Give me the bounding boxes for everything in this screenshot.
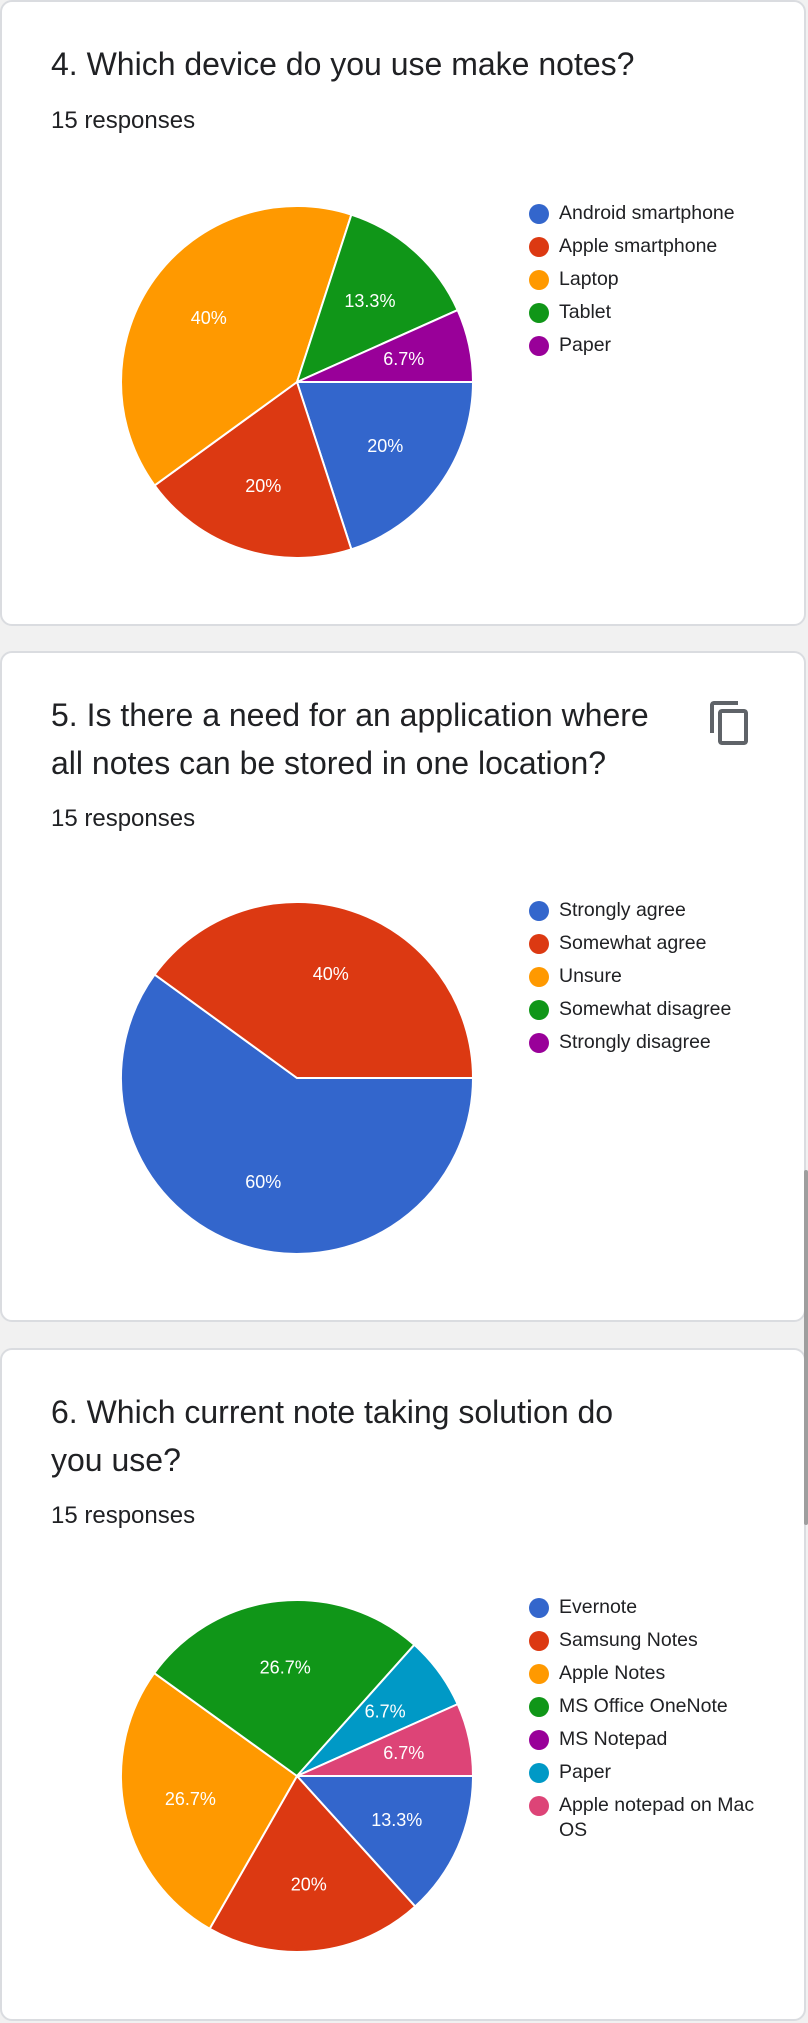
legend-swatch [529,1763,549,1783]
question-card-5: 5. Is there a need for an application wh… [0,651,806,1322]
pie-slice-somewhat-agree[interactable] [153,901,475,1079]
legend-swatch [529,1796,549,1816]
slice-label: 26.7% [165,1789,216,1809]
legend-label: Somewhat disagree [559,998,732,1020]
question-card-4: 4. Which device do you use make notes? 1… [0,0,806,626]
question-title: 5. Is there a need for an application wh… [51,697,649,781]
legend-item[interactable]: Tablet [529,300,779,325]
legend-item[interactable]: MS Notepad [529,1727,779,1752]
legend-item[interactable]: Apple notepad on Mac OS [529,1793,779,1843]
legend-label: Strongly agree [559,899,686,921]
legend-label: Apple Notes [559,1662,666,1684]
pie-slice-evernote[interactable] [294,1775,475,1908]
slice-label: 6.7% [383,349,424,369]
legend-swatch [529,1598,549,1618]
legend-item[interactable]: Apple smartphone [529,234,779,259]
pie-chart: 20% 20% 40% 13.3% 6.7% [120,205,475,559]
legend-item[interactable]: Paper [529,333,779,358]
legend-item[interactable]: Somewhat agree [529,931,779,956]
legend-item[interactable]: Evernote [529,1595,779,1620]
slice-label: 40% [191,308,227,328]
legend-swatch [529,1664,549,1684]
legend-label: Strongly disagree [559,1031,711,1053]
response-count: 15 responses [51,805,196,832]
legend-item[interactable]: Apple Notes [529,1661,779,1686]
legend-label: MS Notepad [559,1728,668,1750]
pie-slice-ms-office-onenote[interactable] [152,1599,416,1778]
pie-slice-paper[interactable] [296,308,475,383]
slice-label: 13.3% [344,291,395,311]
legend-swatch [529,901,549,921]
slice-label: 26.7% [260,1658,311,1678]
legend-label: Unsure [559,965,622,987]
legend-item[interactable]: Paper [529,1760,779,1785]
pie-chart: 60% 40% [120,901,475,1255]
response-count: 15 responses [51,107,196,134]
legend-item[interactable]: Strongly agree [529,898,779,923]
legend-label: Laptop [559,268,619,290]
legend-swatch [529,270,549,290]
legend-item[interactable]: MS Office OneNote [529,1694,779,1719]
response-count: 15 responses [51,1502,196,1529]
pie-slice-strongly-agree[interactable] [120,973,475,1255]
legend-swatch [529,1000,549,1020]
question-card-6: 6. Which current note taking solution do… [0,1348,806,2021]
slice-label: 6.7% [383,1743,424,1763]
legend-swatch [529,303,549,323]
legend-label: Android smartphone [559,202,735,224]
slice-label: 40% [313,964,349,984]
legend-item[interactable]: Laptop [529,267,779,292]
slice-label: 20% [245,476,281,496]
legend-label: MS Office OneNote [559,1695,728,1717]
slice-label: 60% [245,1172,281,1192]
legend-item[interactable]: Unsure [529,964,779,989]
legend-swatch [529,1730,549,1750]
pie-slice-tablet[interactable] [295,213,459,384]
slice-label: 20% [291,1874,327,1894]
legend-swatch [529,1033,549,1053]
pie-slice-apple-smartphone[interactable] [153,380,353,559]
legend-label: Apple smartphone [559,235,718,257]
pie-slice-samsung-notes[interactable] [208,1774,417,1953]
legend-label: Samsung Notes [559,1629,698,1651]
pie-slice-android-smartphone[interactable] [295,381,475,551]
scrollbar[interactable] [804,1170,808,1525]
legend-swatch [529,1631,549,1651]
question-title: 6. Which current note taking solution do… [51,1394,614,1478]
legend-swatch [529,1697,549,1717]
legend-swatch [529,204,549,224]
pie-slice-apple-notes[interactable] [120,1671,299,1931]
pie-chart: 13.3% 20% 26.7% 26.7% 6.7% 6.7% [120,1599,475,1953]
legend-item[interactable]: Somewhat disagree [529,997,779,1022]
slice-label: 20% [367,436,403,456]
question-title: 4. Which device do you use make notes? [51,46,635,82]
legend-item[interactable]: Android smartphone [529,201,779,226]
legend-swatch [529,237,549,257]
slice-label: 6.7% [365,1702,406,1722]
legend-item[interactable]: Samsung Notes [529,1628,779,1653]
legend-swatch [529,336,549,356]
legend-item[interactable]: Strongly disagree [529,1030,779,1055]
pie-slice-laptop[interactable] [120,205,353,487]
copy-icon[interactable] [706,699,754,747]
slice-label: 13.3% [371,1810,422,1830]
legend-label: Paper [559,334,612,356]
legend-label: Tablet [559,301,612,323]
legend-label: Paper [559,1761,612,1783]
legend-label: Apple notepad on Mac OS [559,1794,755,1841]
legend-swatch [529,967,549,987]
pie-slice-apple-notepad-on-mac-os[interactable] [296,1702,475,1777]
legend-label: Evernote [559,1596,638,1618]
legend-label: Somewhat agree [559,932,707,954]
legend-swatch [529,934,549,954]
